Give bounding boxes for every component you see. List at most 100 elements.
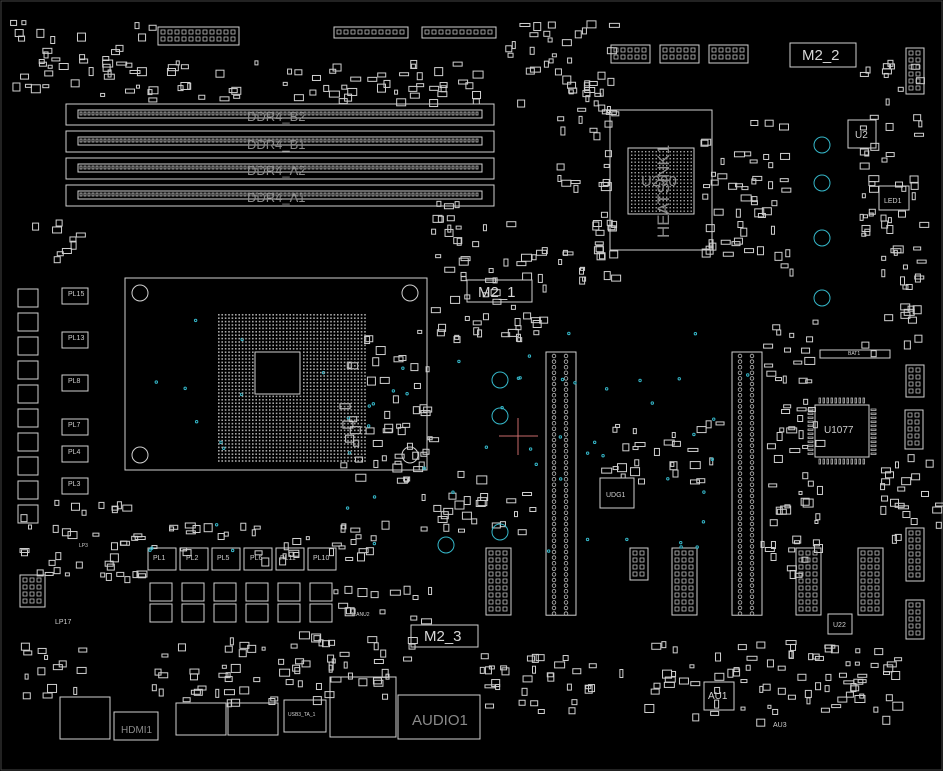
passive[interactable]	[859, 213, 864, 221]
dimm-pin[interactable]	[171, 165, 175, 170]
pin[interactable]	[807, 452, 814, 455]
header-pin[interactable]	[812, 599, 818, 605]
dimm-pin[interactable]	[259, 111, 263, 116]
passive[interactable]	[634, 459, 640, 467]
passive[interactable]	[759, 685, 764, 693]
header-pin[interactable]	[488, 606, 494, 612]
passive[interactable]	[615, 423, 621, 428]
passive[interactable]	[124, 576, 131, 584]
passive[interactable]	[447, 224, 452, 233]
dimm-pin[interactable]	[375, 192, 379, 197]
passive[interactable]	[339, 651, 350, 657]
m2-2-connector[interactable]	[789, 42, 857, 68]
passive[interactable]	[48, 559, 56, 566]
passive[interactable]	[562, 75, 572, 85]
dimm-pin[interactable]	[215, 165, 219, 170]
passive[interactable]	[78, 647, 88, 653]
dimm-pin[interactable]	[227, 111, 231, 116]
passive[interactable]	[350, 538, 357, 545]
header-pin[interactable]	[915, 537, 921, 543]
header-pin[interactable]	[915, 609, 921, 615]
dimm-pin[interactable]	[103, 165, 107, 170]
header-pin[interactable]	[915, 558, 921, 564]
passive[interactable]	[501, 332, 511, 338]
passive[interactable]	[21, 20, 27, 26]
passive[interactable]	[92, 532, 100, 537]
dimm-pin[interactable]	[199, 111, 203, 116]
header-pin[interactable]	[639, 571, 645, 577]
header-pin[interactable]	[502, 592, 508, 598]
passive[interactable]	[514, 318, 521, 327]
passive[interactable]	[44, 654, 49, 660]
passive[interactable]	[215, 69, 225, 78]
passive[interactable]	[588, 684, 596, 693]
passive[interactable]	[551, 53, 557, 58]
passive[interactable]	[55, 552, 62, 561]
pin[interactable]	[807, 412, 814, 415]
passive[interactable]	[364, 336, 371, 345]
header-pin[interactable]	[798, 599, 804, 605]
dimm-pin[interactable]	[411, 192, 415, 197]
passive[interactable]	[373, 642, 379, 651]
passive[interactable]	[775, 506, 783, 515]
passive[interactable]	[522, 491, 533, 496]
dimm-pin[interactable]	[431, 192, 435, 197]
passive[interactable]	[38, 59, 45, 65]
passive[interactable]	[661, 641, 667, 649]
dimm-pin[interactable]	[131, 192, 135, 197]
passive[interactable]	[190, 689, 201, 695]
passive[interactable]	[389, 589, 401, 596]
dimm-pin[interactable]	[463, 138, 467, 143]
label-ddr-a1[interactable]: DDR4_A1	[247, 190, 306, 205]
passive[interactable]	[452, 61, 463, 67]
passive[interactable]	[380, 649, 387, 658]
dimm-pin[interactable]	[163, 192, 167, 197]
passive[interactable]	[589, 127, 598, 133]
header-pin[interactable]	[914, 440, 920, 446]
superio-chip[interactable]	[814, 404, 870, 458]
dimm-pin[interactable]	[135, 138, 139, 143]
dimm-pin[interactable]	[439, 138, 443, 143]
dimm-pin[interactable]	[455, 111, 459, 116]
passive[interactable]	[777, 665, 786, 671]
pin[interactable]	[870, 408, 877, 411]
dimm-pin[interactable]	[239, 192, 243, 197]
passive[interactable]	[857, 679, 867, 684]
passive[interactable]	[774, 251, 783, 261]
passive[interactable]	[597, 71, 606, 80]
dimm-pin[interactable]	[259, 192, 263, 197]
dimm-pin[interactable]	[187, 165, 191, 170]
passive[interactable]	[543, 60, 549, 68]
dimm-pin[interactable]	[171, 138, 175, 143]
passive[interactable]	[620, 473, 626, 479]
passive[interactable]	[477, 329, 483, 338]
header-pin[interactable]	[915, 367, 921, 373]
header-pin[interactable]	[22, 577, 28, 583]
passive[interactable]	[136, 570, 148, 578]
dimm-pin[interactable]	[451, 138, 455, 143]
passive[interactable]	[604, 120, 613, 128]
passive[interactable]	[327, 654, 335, 663]
passive[interactable]	[328, 548, 334, 557]
dimm-pin[interactable]	[471, 192, 475, 197]
dimm-pin[interactable]	[419, 111, 423, 116]
inductor[interactable]	[61, 418, 89, 436]
dimm-pin[interactable]	[111, 192, 115, 197]
passive[interactable]	[855, 648, 861, 654]
dimm-pin[interactable]	[211, 111, 215, 116]
dimm-pin[interactable]	[207, 138, 211, 143]
dimm-slot[interactable]	[65, 130, 495, 153]
dimm-pin[interactable]	[255, 138, 259, 143]
passive[interactable]	[435, 254, 442, 259]
header-pin[interactable]	[357, 29, 363, 35]
passive[interactable]	[381, 455, 387, 462]
dimm-pin[interactable]	[115, 165, 119, 170]
dimm-pin[interactable]	[235, 192, 239, 197]
passive[interactable]	[446, 215, 455, 222]
passive[interactable]	[741, 186, 749, 191]
passive[interactable]	[175, 60, 180, 66]
passive[interactable]	[523, 312, 532, 320]
passive[interactable]	[722, 251, 734, 257]
passive[interactable]	[764, 363, 774, 368]
passive[interactable]	[863, 214, 869, 219]
